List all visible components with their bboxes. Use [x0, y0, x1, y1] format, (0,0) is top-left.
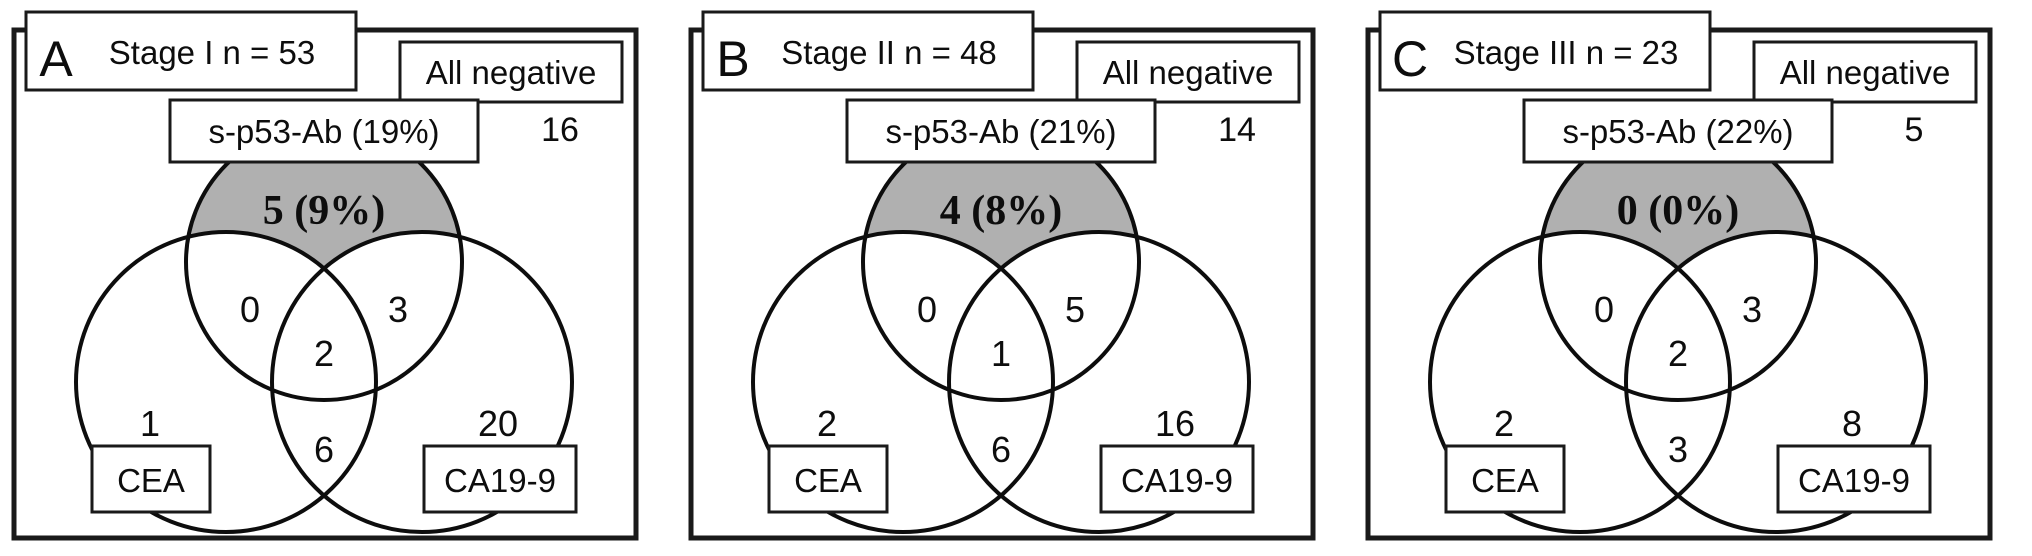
region-count-ca199-only: 16	[1155, 403, 1195, 444]
panel-letter: A	[39, 31, 73, 87]
ca199-circle-outline	[947, 230, 1251, 534]
p53-label-box	[168, 98, 480, 164]
p53-label-box	[1522, 98, 1834, 164]
panel-letter: B	[716, 31, 749, 87]
region-count-p53-ca199: 3	[388, 289, 408, 330]
region-count-cea-ca199: 6	[314, 429, 334, 470]
region-count-ca199-only: 20	[478, 403, 518, 444]
cea-label-box	[767, 444, 889, 514]
all-negative-count: 14	[1218, 111, 1256, 149]
stage-label-box	[1378, 10, 1712, 92]
cea-label-box	[1444, 444, 1566, 514]
p53-label-box	[845, 98, 1157, 164]
p53-label: s-p53-Ab (19%)	[208, 113, 439, 150]
stage-label: Stage II n = 48	[781, 34, 997, 71]
cea-label: CEA	[1471, 462, 1539, 499]
panel-letter: C	[1392, 31, 1428, 87]
ca199-label: CA19-9	[1121, 462, 1233, 499]
all-negative-count: 16	[541, 111, 579, 149]
cea-circle-outline	[1428, 230, 1732, 534]
region-count-cea-only: 2	[1494, 403, 1514, 444]
region-count-p53-cea: 0	[1594, 289, 1614, 330]
p53-only-count: 0 (0%)	[1617, 188, 1739, 234]
venn-panel-stage-3: 0 (0%) 0 3 2 2 3 8 C Stage III n = 23 Al…	[1365, 10, 1993, 541]
all-negative-label: All negative	[1780, 54, 1951, 91]
ca199-circle-outline	[270, 230, 574, 534]
cea-label-box	[90, 444, 212, 514]
region-count-cea-ca199: 3	[1668, 429, 1688, 470]
all-negative-label: All negative	[426, 54, 597, 91]
region-count-cea-only: 1	[140, 403, 160, 444]
all-negative-count: 5	[1905, 111, 1924, 149]
cea-circle-outline	[751, 230, 1055, 534]
cea-circle-outline	[74, 230, 378, 534]
ca199-circle-outline	[1624, 230, 1928, 534]
ca199-label: CA19-9	[444, 462, 556, 499]
p53-label: s-p53-Ab (21%)	[885, 113, 1116, 150]
stage-label-box	[701, 10, 1035, 92]
region-count-ca199-only: 8	[1842, 403, 1862, 444]
stage-label: Stage I n = 53	[109, 34, 315, 71]
cea-label: CEA	[794, 462, 862, 499]
stage-label-box	[24, 10, 358, 92]
p53-label: s-p53-Ab (22%)	[1562, 113, 1793, 150]
region-count-p53-cea: 0	[240, 289, 260, 330]
venn-panel-stage-1: 5 (9%) 0 3 2 1 6 20 A Stage I n = 53 All…	[11, 10, 639, 541]
ca199-label-box	[1099, 444, 1255, 514]
all-negative-label-box	[1752, 40, 1978, 104]
region-count-all-three: 2	[314, 333, 334, 374]
ca199-label-box	[1776, 444, 1932, 514]
ca199-label-box	[422, 444, 578, 514]
region-count-p53-cea: 0	[917, 289, 937, 330]
all-negative-label-box	[398, 40, 624, 104]
p53-only-count: 5 (9%)	[263, 188, 385, 234]
region-count-p53-ca199: 5	[1065, 289, 1085, 330]
region-count-cea-only: 2	[817, 403, 837, 444]
region-count-cea-ca199: 6	[991, 429, 1011, 470]
venn-panel-stage-2: 4 (8%) 0 5 1 2 6 16 B Stage II n = 48 Al…	[688, 10, 1316, 541]
region-count-all-three: 2	[1668, 333, 1688, 374]
region-count-all-three: 1	[991, 333, 1011, 374]
all-negative-label-box	[1075, 40, 1301, 104]
stage-label: Stage III n = 23	[1454, 34, 1679, 71]
p53-only-count: 4 (8%)	[940, 188, 1062, 234]
region-count-p53-ca199: 3	[1742, 289, 1762, 330]
cea-label: CEA	[117, 462, 185, 499]
ca199-label: CA19-9	[1798, 462, 1910, 499]
all-negative-label: All negative	[1103, 54, 1274, 91]
